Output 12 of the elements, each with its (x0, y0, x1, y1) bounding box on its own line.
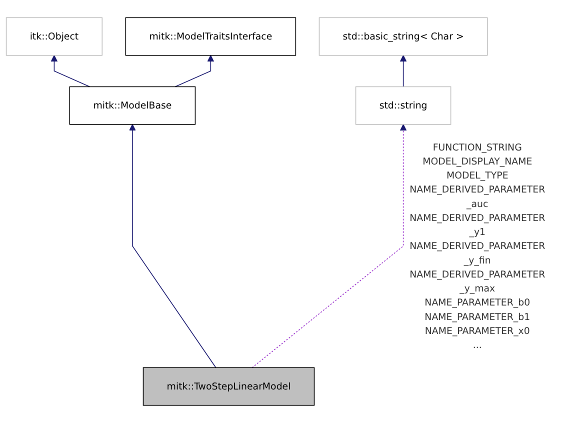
edge-label: FUNCTION_STRING MODEL_DISPLAY_NAME MODEL_TYPE NAME_DERIVED_PARAMETER _auc NAME_DERIVED_PARAMETER _y1 NAME_DERIVED_PARAMETER _y_fin NAME_DERIVED_PARAMETER _y_max NAME_PARAMETER_b0 NAME_PARAMETER_b1 NAME_PARAMETER_x0 ... (410, 142, 546, 350)
node-box: mitk::TwoStepLinearModel (142, 367, 315, 406)
arrow (174, 55, 214, 88)
node-box: std::string (355, 86, 452, 125)
arrow (50, 55, 90, 88)
node-box: mitk::ModelBase (69, 86, 196, 125)
arrow (129, 124, 216, 368)
node-box: mitk::ModelTraitsInterface (125, 17, 296, 56)
node-box: itk::Object (6, 17, 103, 56)
arrow (252, 124, 407, 368)
arrow (400, 55, 407, 88)
node-box: std::basic_string< Char > (318, 17, 488, 56)
